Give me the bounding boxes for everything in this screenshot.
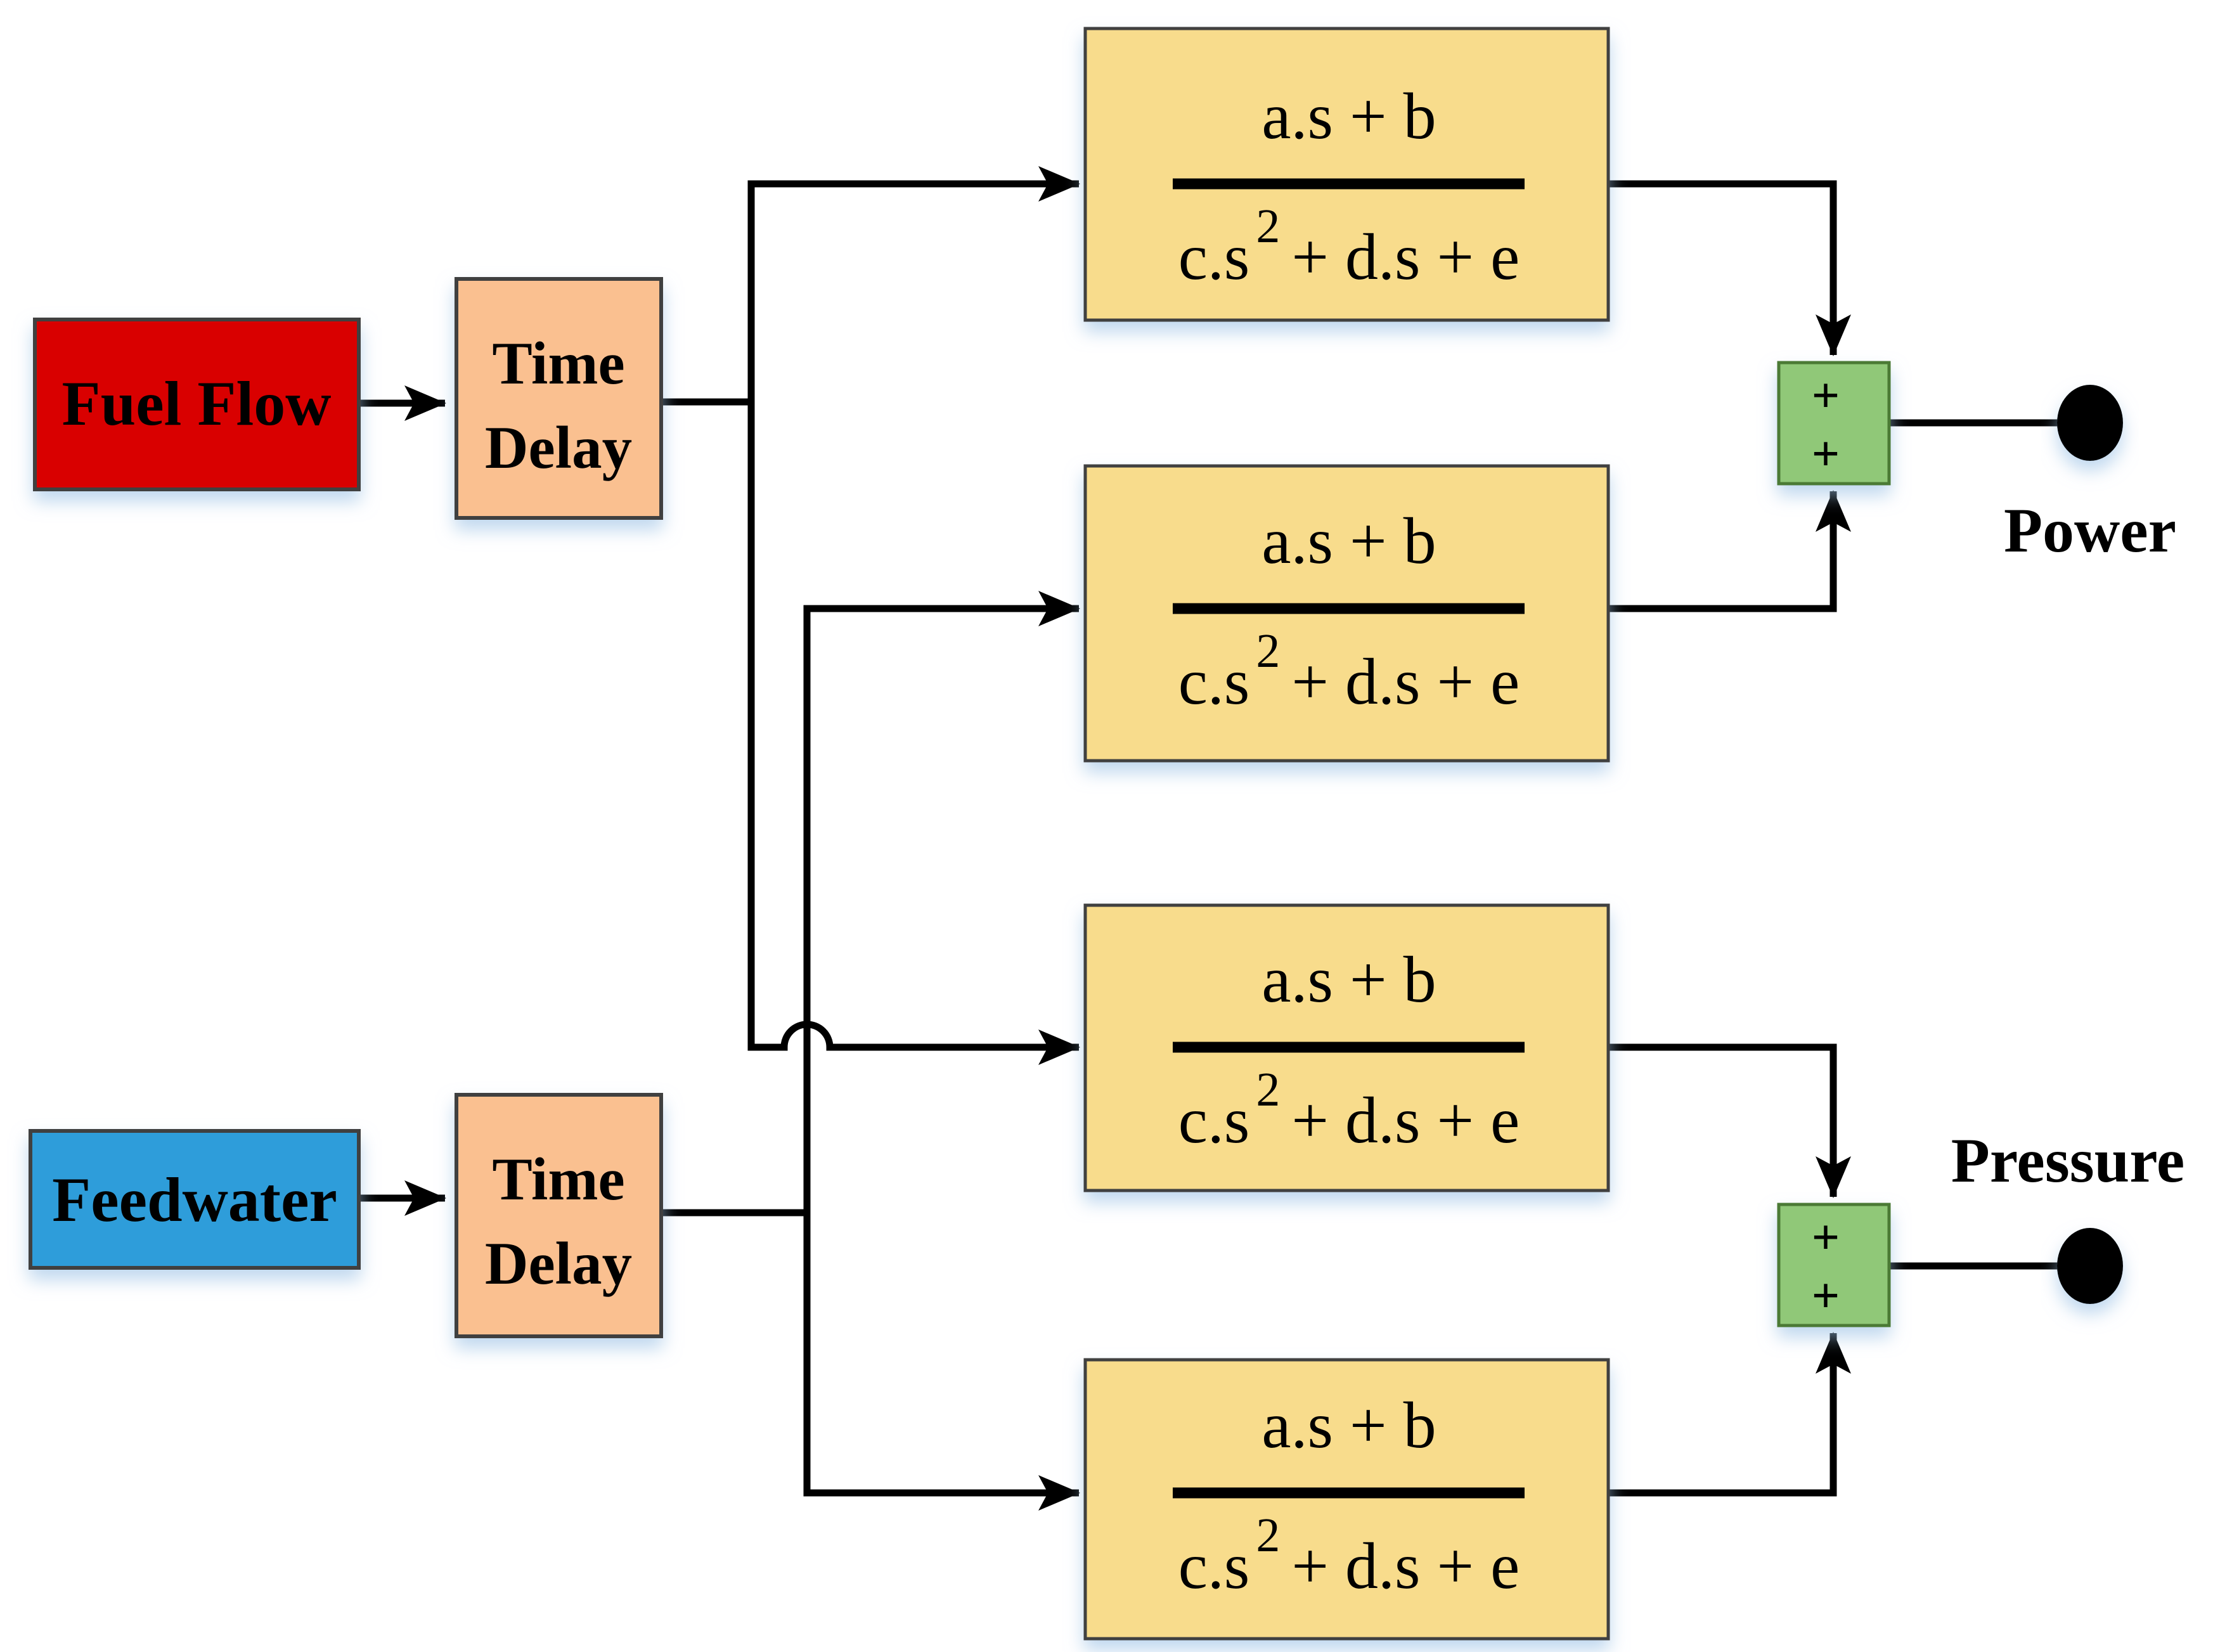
tf1-den-rest: + d.s + e <box>1291 221 1519 294</box>
tf3-den-rest: + d.s + e <box>1291 1084 1519 1157</box>
tf4-den-sup: 2 <box>1256 1509 1280 1562</box>
wire-fuel-branch-up-to-tf1 <box>747 166 1080 406</box>
tf1-den-sup: 2 <box>1256 200 1280 253</box>
tf4-numerator: a.s + b <box>1261 1389 1436 1462</box>
pressure-label: Pressure <box>1951 1125 2184 1196</box>
transfer-fn-power-fuel-box <box>1083 27 1610 322</box>
time-delay-2-box <box>455 1093 663 1338</box>
fuel-flow-label: Fuel Flow <box>62 368 332 439</box>
feedwater-block: Feedwater <box>29 1129 361 1270</box>
tf2-den-sup: 2 <box>1256 624 1280 678</box>
sum-power-box <box>1777 361 1891 486</box>
sum-pressure-box <box>1777 1203 1891 1327</box>
feedwater-box <box>29 1129 361 1270</box>
sum-power-sign-top: + <box>1812 368 1840 423</box>
fuel-flow-block: Fuel Flow <box>33 318 361 491</box>
wire-tf3-to-sum-pressure-top <box>1608 1043 1851 1198</box>
wire-tf4-to-sum-pressure-bottom <box>1608 1332 1851 1497</box>
tf2-den-rest: + d.s + e <box>1291 645 1519 718</box>
transfer-fn-pressure-feedwater-box <box>1083 1358 1610 1641</box>
wire-tf1-to-sum-power-top <box>1608 180 1851 356</box>
time-delay-1-box <box>455 277 663 520</box>
tf1-den-base: c.s <box>1178 221 1250 294</box>
tf1-numerator: a.s + b <box>1261 80 1436 153</box>
tf3-den-sup: 2 <box>1256 1063 1280 1116</box>
sum-pressure-sign-bottom: + <box>1812 1268 1840 1323</box>
tf3-numerator: a.s + b <box>1261 943 1436 1016</box>
sum-pressure-block: + + <box>1777 1203 1891 1327</box>
time-delay-2-line1: Time <box>492 1145 624 1213</box>
feedwater-label: Feedwater <box>52 1165 337 1235</box>
tf3-den-base: c.s <box>1178 1084 1250 1157</box>
power-terminal-icon <box>2057 385 2123 461</box>
power-label: Power <box>2004 495 2176 565</box>
wire-fuel-branch-down-hop-to-tf3 <box>747 398 1080 1065</box>
pressure-terminal-icon <box>2057 1228 2123 1304</box>
tf4-den-base: c.s <box>1178 1530 1250 1603</box>
time-delay-1-line2: Delay <box>485 414 632 481</box>
tf4-den-rest: + d.s + e <box>1291 1530 1519 1603</box>
time-delay-2-block: Time Delay <box>455 1093 663 1338</box>
tf2-den-base: c.s <box>1178 645 1250 718</box>
sum-power-block: + + <box>1777 361 1891 486</box>
sum-pressure-sign-top: + <box>1812 1210 1840 1265</box>
time-delay-2-line2: Delay <box>485 1230 632 1297</box>
wire-feedwater-branch-up-to-tf2 <box>803 591 1080 1216</box>
power-output: Power <box>2004 385 2176 565</box>
wire-tf2-to-sum-power-bottom <box>1608 490 1851 612</box>
pressure-output: Pressure <box>1951 1125 2184 1304</box>
time-delay-1-block: Time Delay <box>455 277 663 520</box>
tf2-numerator: a.s + b <box>1261 505 1436 578</box>
time-delay-1-line1: Time <box>492 330 624 397</box>
sum-power-sign-bottom: + <box>1812 426 1840 481</box>
wire-feedwater-branch-down-to-tf4 <box>803 1210 1080 1511</box>
fuel-flow-box <box>33 318 361 491</box>
